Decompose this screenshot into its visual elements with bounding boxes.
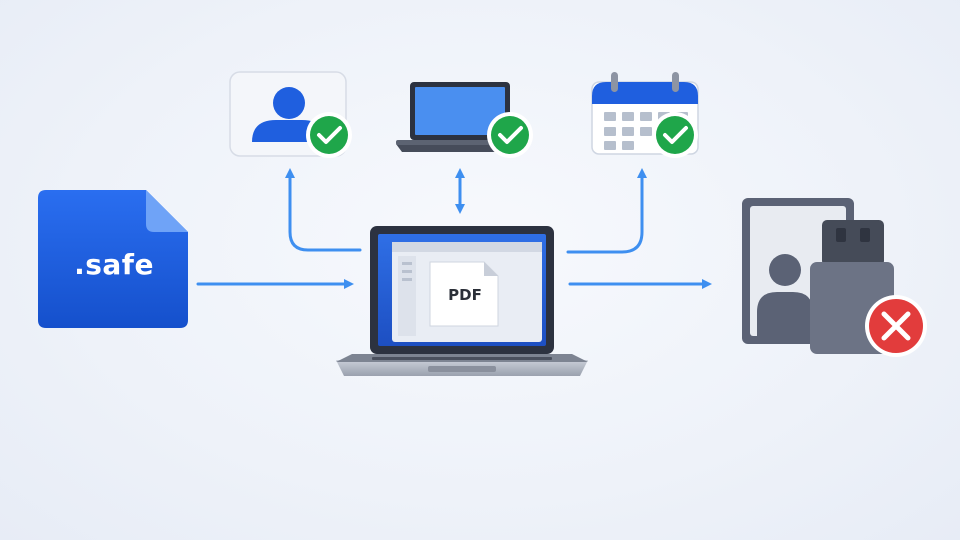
flow-arrows bbox=[196, 168, 712, 289]
check-badge-icon bbox=[487, 112, 533, 158]
cross-badge-icon bbox=[865, 295, 927, 357]
check-badge-icon bbox=[306, 112, 352, 158]
check-badge-icon bbox=[652, 112, 698, 158]
laptop-target-icon bbox=[396, 82, 524, 152]
pdf-document-label: PDF bbox=[448, 286, 482, 304]
pdf-document-icon bbox=[429, 261, 499, 327]
arrow-viewer-to-calendar bbox=[566, 168, 647, 254]
safe-file-label: .safe bbox=[74, 248, 154, 281]
safe-file-icon bbox=[38, 190, 188, 328]
viewer-laptop-icon bbox=[336, 226, 588, 376]
arrow-viewer-to-user bbox=[285, 168, 362, 252]
